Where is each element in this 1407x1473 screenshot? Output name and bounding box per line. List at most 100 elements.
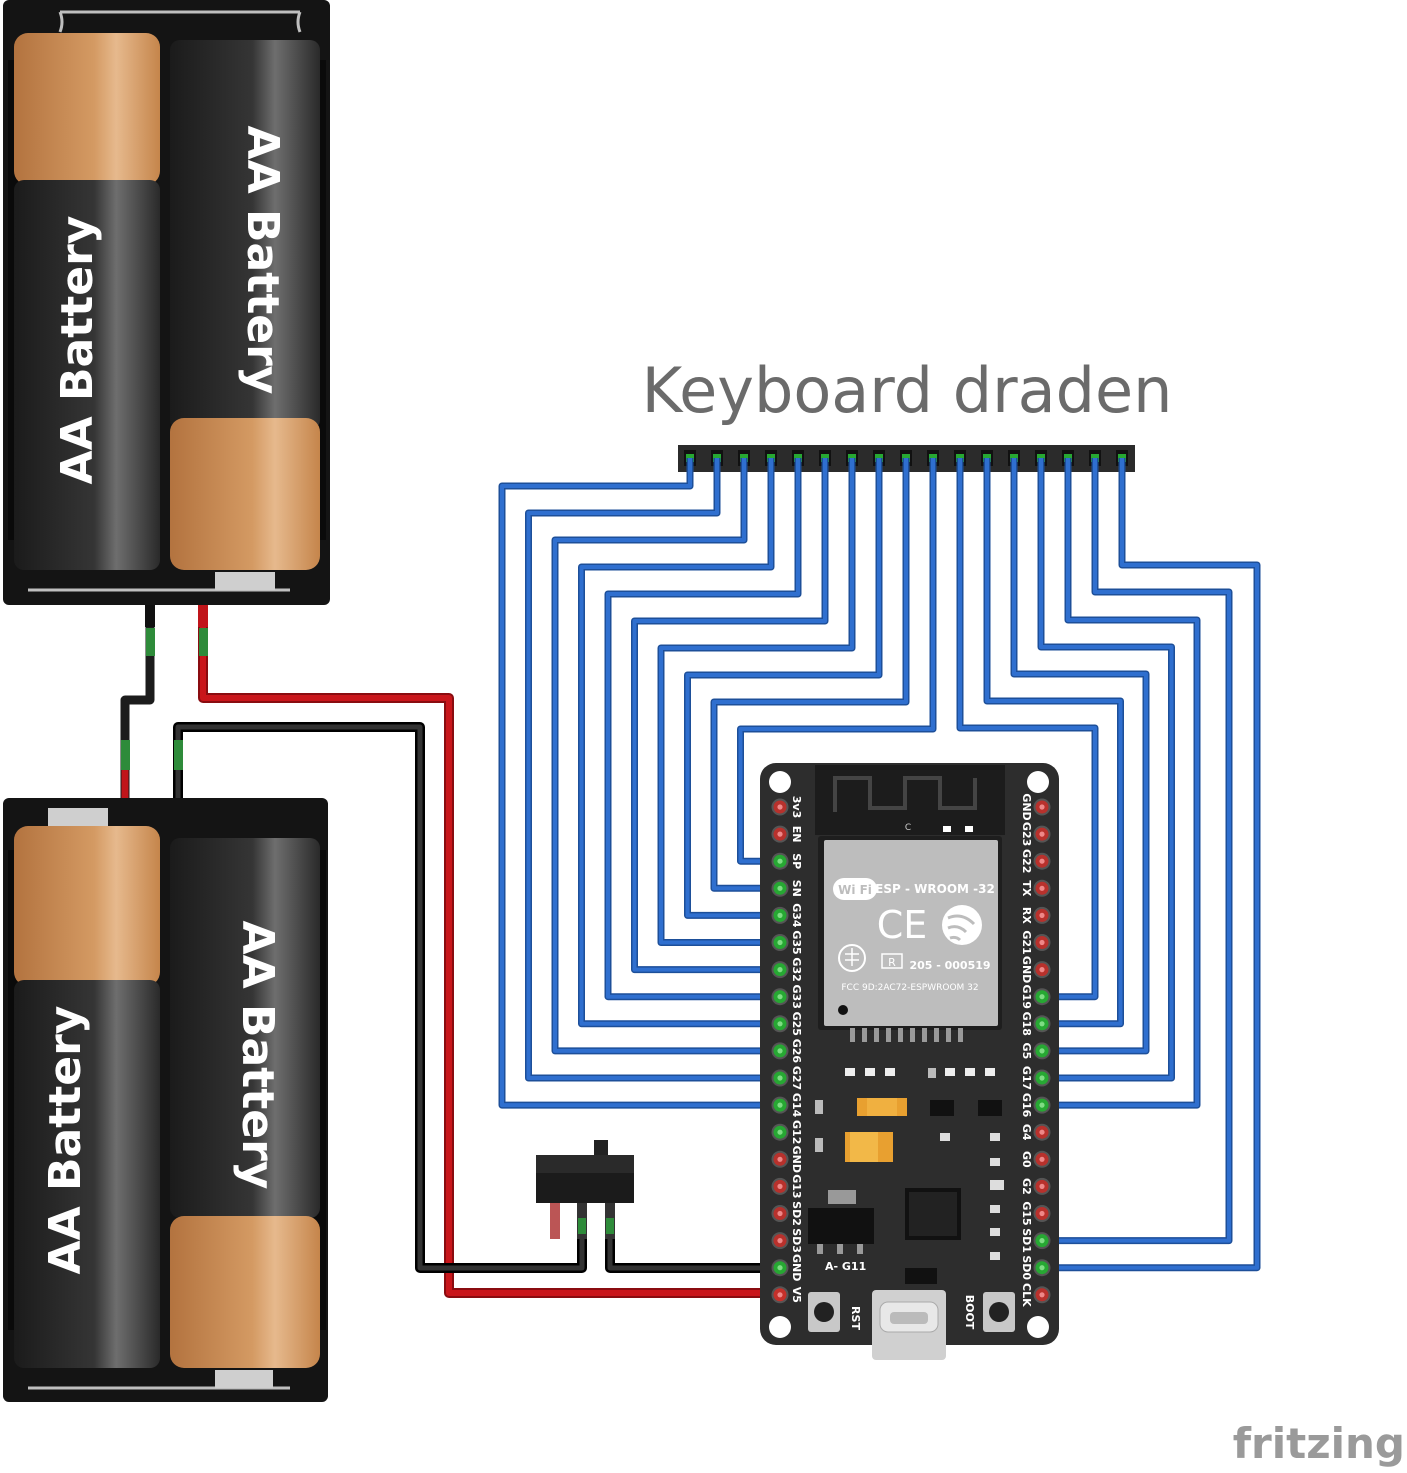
boot-label: BOOT	[963, 1295, 976, 1330]
keyboard-wire	[632, 458, 827, 972]
rst-button[interactable]	[808, 1292, 840, 1332]
pin-label-right: G19	[1020, 985, 1033, 1009]
battery-pack-top: AA Battery AA Battery	[3, 0, 330, 605]
keyboard-wire	[1042, 458, 1259, 1270]
keyboard-wire	[985, 458, 1123, 1026]
keyboard-wire	[1039, 458, 1174, 1080]
battery-label: AA Battery	[52, 216, 103, 485]
esp-pin-hole	[1039, 1156, 1045, 1162]
esp-pin-hole	[777, 1048, 783, 1054]
esp-pin-hole	[1039, 1292, 1045, 1298]
pin-label-left: EN	[790, 826, 803, 843]
pin-label-right: G15	[1020, 1201, 1033, 1225]
pin-label-right: G18	[1020, 1012, 1033, 1036]
pin-label-left: GND	[790, 1254, 803, 1281]
micro-usb-port[interactable]	[872, 1290, 946, 1360]
esp-pin-hole	[777, 885, 783, 891]
slide-switch[interactable]	[536, 1140, 634, 1239]
keyboard-wire	[685, 458, 881, 918]
keyboard-wire	[606, 458, 800, 999]
pin-label-left: 3v3	[790, 796, 803, 818]
battery-wires	[120, 605, 780, 1298]
keyboard-wire	[1012, 458, 1148, 1053]
pin-label-left: G13	[790, 1174, 803, 1198]
battery-label: AA Battery	[232, 921, 283, 1190]
pin-label-left: SN	[790, 880, 803, 897]
keyboard-wire	[738, 458, 935, 864]
espressif-logo-icon	[942, 905, 982, 945]
esp-pin-hole	[777, 1210, 783, 1217]
pin-label-left: G26	[790, 1039, 803, 1064]
pin-label-right: G0	[1020, 1151, 1033, 1168]
keyboard-wire	[712, 458, 908, 891]
esp-pin-hole	[777, 939, 783, 946]
esp-pin-hole	[1039, 1265, 1045, 1271]
battery-label: AA Battery	[237, 126, 288, 395]
pin-label-left: G25	[790, 1012, 803, 1036]
esp-pin-hole	[1039, 1021, 1045, 1027]
keyboard-wire	[526, 458, 780, 1080]
esp-pin-hole	[1039, 831, 1045, 837]
keyboard-wire	[958, 458, 1097, 999]
keyboard-wire	[579, 458, 780, 1026]
keyboard-wire	[1042, 458, 1231, 1243]
pin-label-left: G32	[790, 957, 803, 981]
esp-pin-hole	[1039, 1238, 1045, 1244]
pin-label-right: G23	[1020, 822, 1033, 846]
cert-mark-icon	[838, 944, 866, 972]
g11-label: A- G11	[825, 1260, 866, 1273]
pin-label-left: G27	[790, 1066, 803, 1090]
esp-pin-hole	[777, 858, 783, 864]
keyboard-wire	[1042, 458, 1199, 1108]
esp-pin-hole	[777, 1102, 783, 1108]
pin-label-right: CLK	[1020, 1283, 1033, 1307]
esp-pin-hole	[1039, 885, 1045, 891]
esp-pin-hole	[777, 1021, 783, 1027]
battery-cell: AA Battery	[170, 40, 320, 590]
keyboard-wires	[498, 458, 1261, 1272]
fcc-text: FCC 9D:2AC72-ESPWROOM 32	[841, 983, 978, 993]
fritzing-watermark: fritzing	[1233, 1419, 1405, 1468]
esp-pin-hole	[1039, 1075, 1045, 1081]
pin-label-right: G4	[1020, 1124, 1033, 1141]
wifi-logo-text: Wi Fi	[838, 883, 872, 897]
esp-pin-hole	[777, 994, 783, 1000]
pin-label-right: G5	[1020, 1043, 1033, 1060]
esp-pin-hole	[1039, 858, 1045, 864]
pin-label-left: SP	[790, 853, 803, 869]
esp32-board: C Wi Fi ESP - WROOM -32 CE R 205 - 00051…	[760, 763, 1059, 1360]
r-mark: R	[888, 956, 896, 969]
pin-label-right: G2	[1020, 1178, 1033, 1195]
pin-label-right: GND	[1020, 793, 1033, 820]
esp-pin-hole	[777, 912, 783, 919]
pin-label-right: RX	[1020, 907, 1033, 924]
keyboard-wire	[553, 458, 780, 1053]
battery-cell: AA Battery	[14, 33, 160, 570]
battery-label: AA Battery	[40, 1006, 91, 1275]
boot-button[interactable]	[983, 1292, 1015, 1332]
pin-label-right: G21	[1020, 930, 1033, 954]
wifi-logo-icon: Wi Fi	[833, 878, 877, 900]
esp-pin-hole	[777, 1129, 783, 1135]
pin-label-right: TX	[1020, 880, 1033, 897]
esp-pin-hole	[1039, 994, 1045, 1000]
pin-label-left: SD2	[790, 1201, 803, 1226]
esp-pin-hole	[1039, 1210, 1045, 1217]
shield-letter: C	[905, 823, 911, 833]
cert-code: 205 - 000519	[909, 959, 990, 972]
rst-label: RST	[849, 1306, 862, 1330]
esp-pin-hole	[777, 1265, 783, 1271]
esp-pin-hole	[1039, 912, 1045, 919]
esp-pin-hole	[777, 831, 783, 837]
module-name: ESP - WROOM -32	[875, 882, 995, 896]
pin-label-right: SD1	[1020, 1228, 1033, 1253]
ce-mark: CE	[877, 903, 928, 947]
pin-label-right: G22	[1020, 849, 1033, 873]
keyboard-wire-outline	[551, 458, 780, 1055]
pin-label-right: GND	[1020, 956, 1033, 983]
pin-label-left: SD3	[790, 1228, 803, 1253]
esp-pin-hole	[1039, 1048, 1045, 1054]
pin-label-left: G35	[790, 930, 803, 954]
esp-pin-hole	[1039, 967, 1045, 973]
